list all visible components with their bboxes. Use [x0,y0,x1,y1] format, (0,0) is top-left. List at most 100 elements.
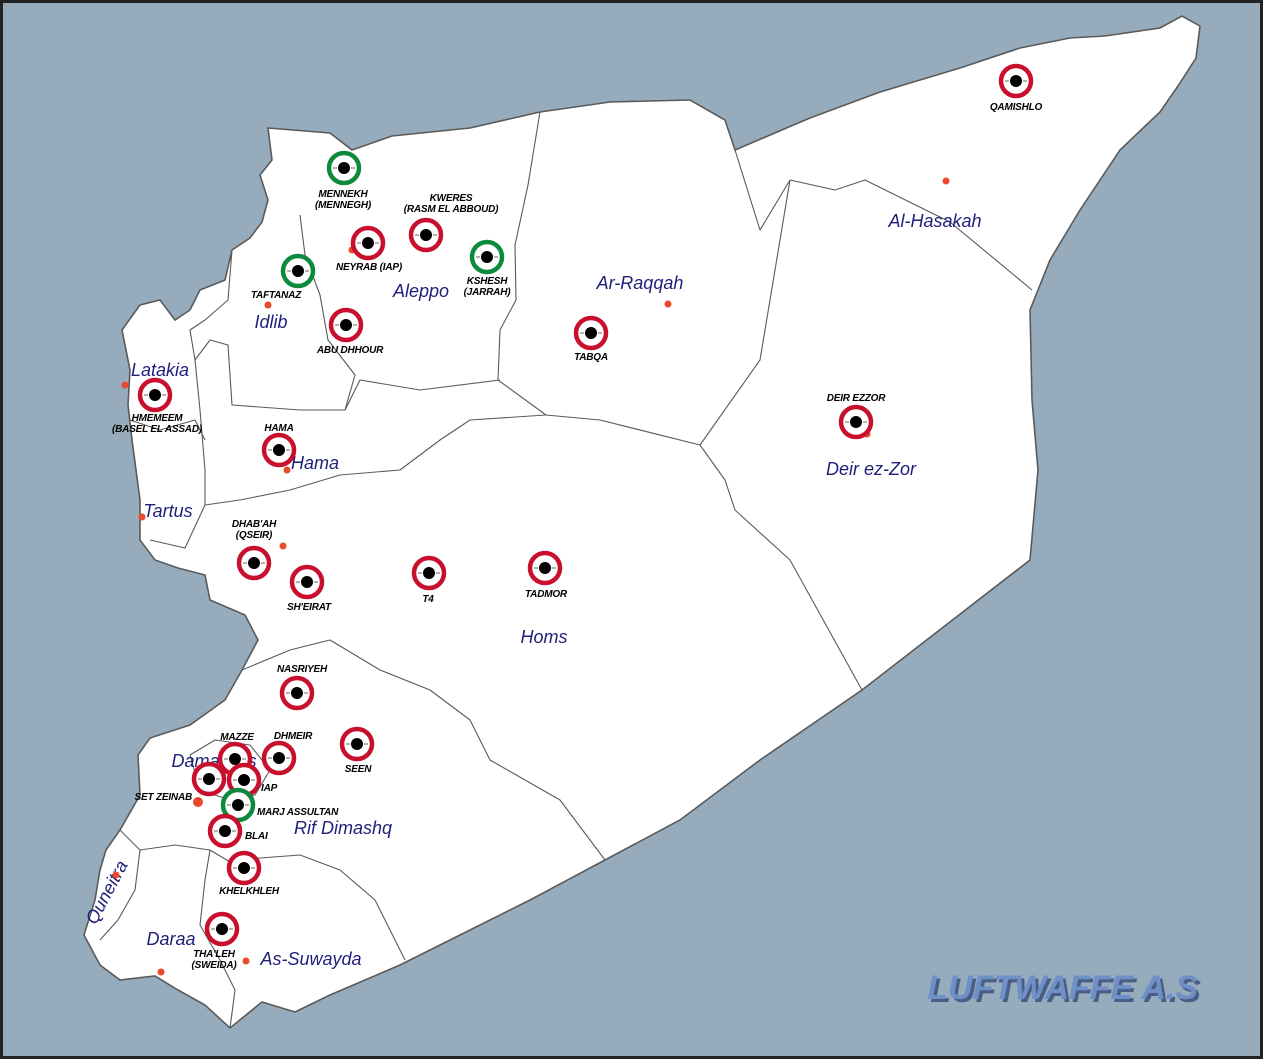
syria-outline [83,15,1201,1030]
border-daraa-suwayda [199,849,236,1029]
airbase-center-icon [219,825,231,837]
airbase-marker[interactable]: TAFTANAZ [251,253,316,301]
airbase-marker[interactable]: ABU DHHOUR [316,307,384,356]
airbase-center-icon [273,444,285,456]
airbase-label: (JARRAH) [464,287,512,298]
airbase-label: QAMISHLO [990,102,1043,113]
city-dot-icon [112,871,120,879]
airbase-marker[interactable]: THA'LEH(SWEIDA) [191,911,240,971]
airbase-marker[interactable]: KSHESH(JARRAH) [464,239,512,298]
airbase-label: KSHESH [467,276,508,287]
airbase-center-icon [273,752,285,764]
airbase-marker[interactable]: DHAB'AH(QSEIR) [232,519,277,581]
border-raqqah-hasakah [734,149,1033,291]
airbase-marker[interactable]: DEIR EZZOR [827,393,887,440]
city-dot-icon [138,513,146,521]
governorate-label: Al-Hasakah [887,211,981,231]
city-dot-icon [942,177,950,185]
airbase-center-icon [362,237,374,249]
border-quneitra [99,829,141,941]
governorate-label: Deir ez-Zor [826,459,917,479]
airbase-center-icon [423,567,435,579]
airbase-marker[interactable]: NASRIYEH [277,664,328,711]
airbase-label: (QSEIR) [236,530,273,541]
logo-text: LUFTWAFFE A.S [927,969,1198,1007]
airbase-label: SH'EIRAT [287,602,332,613]
airbase-marker[interactable]: KWERES(RASM EL ABBOUD) [404,193,499,253]
airbase-marker[interactable]: TADMOR [525,550,568,600]
airbase-center-icon [850,416,862,428]
airbase-marker[interactable]: T4 [411,555,447,605]
airbase-label: NEYRAB (IAP) [336,262,403,273]
governorate-label: Latakia [131,360,189,380]
airbase-marker[interactable]: SH'EIRAT [287,564,332,613]
airbase-label: DHAB'AH [232,519,277,530]
airbase-label: T4 [422,594,434,605]
airbase-label: TABQA [574,352,608,363]
airbase-marker[interactable]: HMEMEEM(BASEL EL ASSAD) [112,377,203,435]
city-dot-icon [279,542,287,550]
airbase-label: ABU DHHOUR [316,345,384,356]
syria-land [83,15,1201,1030]
airbase-label: (RASM EL ABBOUD) [404,204,499,215]
city-dot-icon [193,797,203,807]
airbase-label: SEEN [345,764,372,775]
airbase-label: MARJ ASSULTAN [257,807,339,818]
airbase-label: TAFTANAZ [251,290,302,301]
airbase-label: HAMA [264,423,293,434]
airbase-marker[interactable]: MARJ ASSULTAN [220,787,339,823]
airbase-center-icon [238,774,250,786]
airbase-center-icon [203,773,215,785]
border-idlib-latakia [189,249,233,361]
city-dot-icon [664,300,672,308]
airbase-label: KHELKHLEH [219,886,280,897]
airbase-marker[interactable]: NEYRAB (IAP) [336,225,403,273]
border-raqqah-homs [545,414,701,446]
airbase-label: BLAI [245,831,268,842]
airbase-marker[interactable]: SEEN [339,726,375,775]
airbase-label: MAZZE [220,732,254,743]
luftwaffe-logo: LUFTWAFFE A.S LUFTWAFFE A.S [927,969,1201,1010]
airbase-center-icon [149,389,161,401]
city-dot-icon [242,957,250,965]
airbase-label: MENNEKH [318,189,368,200]
airbase-center-icon [1010,75,1022,87]
airbase-center-icon [291,687,303,699]
border-rif-daraa [139,844,406,961]
airbase-center-icon [229,753,241,765]
airbase-label: NASRIYEH [277,664,328,675]
airbase-marker[interactable]: TABQA [573,315,609,363]
airbase-marker[interactable]: DHMEIR [261,731,313,776]
airbase-label: TADMOR [525,589,568,600]
governorate-label: Ar-Raqqah [596,273,684,293]
governorate-borders [99,111,1033,1029]
airbase-center-icon [238,862,250,874]
airbase-center-icon [248,557,260,569]
airbase-center-icon [420,229,432,241]
governorate-label: As-Suwayda [259,949,361,969]
airbase-marker[interactable]: SET ZEINAB [135,761,227,803]
airbase-marker[interactable]: IAP [226,762,278,798]
governorate-label: Aleppo [392,281,449,301]
border-hama-tartus [194,359,206,505]
airbase-label: (BASEL EL ASSAD) [112,424,203,435]
airbase-marker[interactable]: MAZZE [217,732,254,777]
airbase-label: DEIR EZZOR [827,393,887,404]
border-aleppo-idlib [299,214,356,411]
border-homs-rif [241,639,606,861]
border-raqqah-deir [699,179,791,446]
airbase-label: THA'LEH [193,949,236,960]
airbase-label: DHMEIR [274,731,313,742]
airbase-marker[interactable]: HAMA [261,423,297,468]
border-tartus-homs [149,504,206,549]
airbase-marker[interactable]: BLAI [207,813,268,849]
airbase-marker[interactable]: KHELKHLEH [219,850,280,897]
airbase-center-icon [585,327,597,339]
airbase-center-icon [539,562,551,574]
airbase-center-icon [340,319,352,331]
airbase-center-icon [301,576,313,588]
airbase-marker[interactable]: QAMISHLO [990,63,1043,113]
airbase-marker[interactable]: MENNEKH(MENNEGH) [315,150,372,211]
border-homs-deir [699,444,863,691]
